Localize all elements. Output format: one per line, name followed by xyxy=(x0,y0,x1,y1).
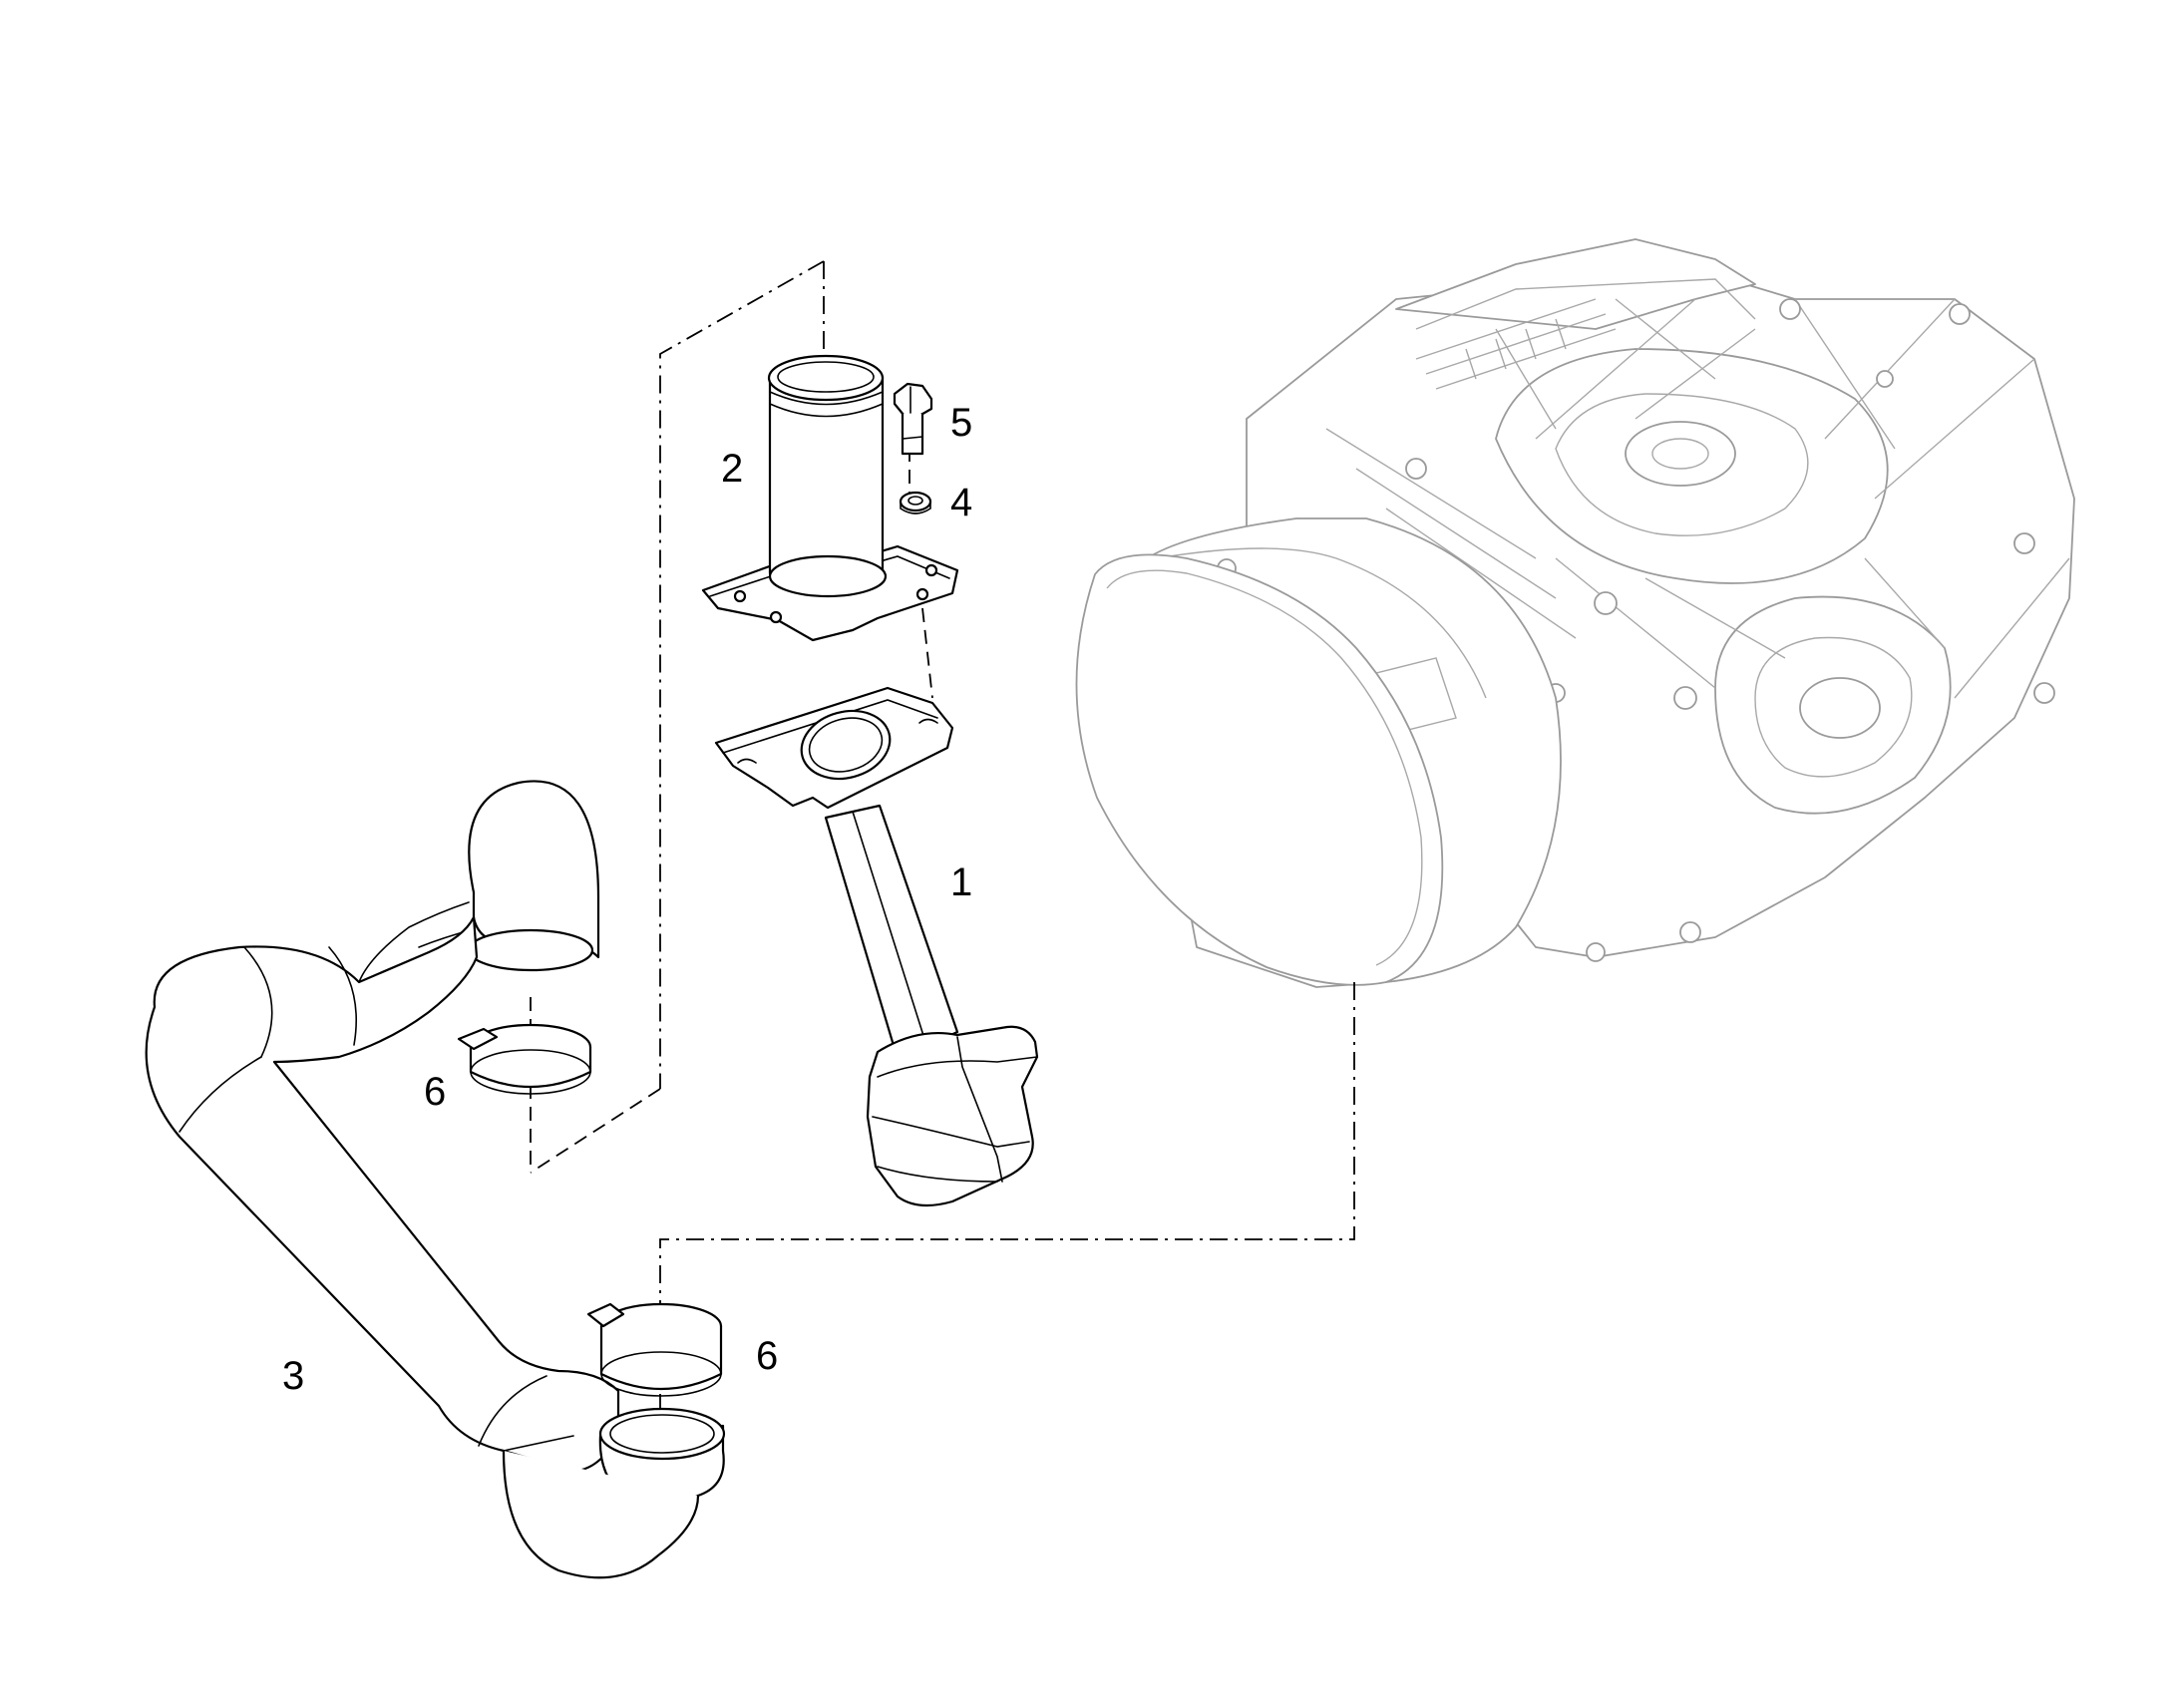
part-4-washer xyxy=(899,491,932,514)
callout-2: 2 xyxy=(721,447,743,491)
callout-5: 5 xyxy=(950,401,972,445)
callout-4: 4 xyxy=(950,481,972,524)
part-3-duct xyxy=(145,780,726,1579)
part-1-intake-snorkel xyxy=(824,804,1039,1207)
part-2-intake-tube xyxy=(701,354,959,642)
callout-1: 1 xyxy=(950,860,972,904)
part-6-clamp-lower xyxy=(586,1302,723,1397)
callouts: 1 2 3 4 5 6 6 xyxy=(282,401,972,1398)
callout-3: 3 xyxy=(282,1354,304,1398)
part-6-clamp-upper xyxy=(457,1023,592,1095)
callout-6-upper: 6 xyxy=(424,1070,446,1114)
part-5-bolt xyxy=(893,382,933,456)
gasket xyxy=(714,686,954,810)
engine-assembly xyxy=(1075,238,2075,988)
callout-6-lower: 6 xyxy=(756,1334,778,1378)
